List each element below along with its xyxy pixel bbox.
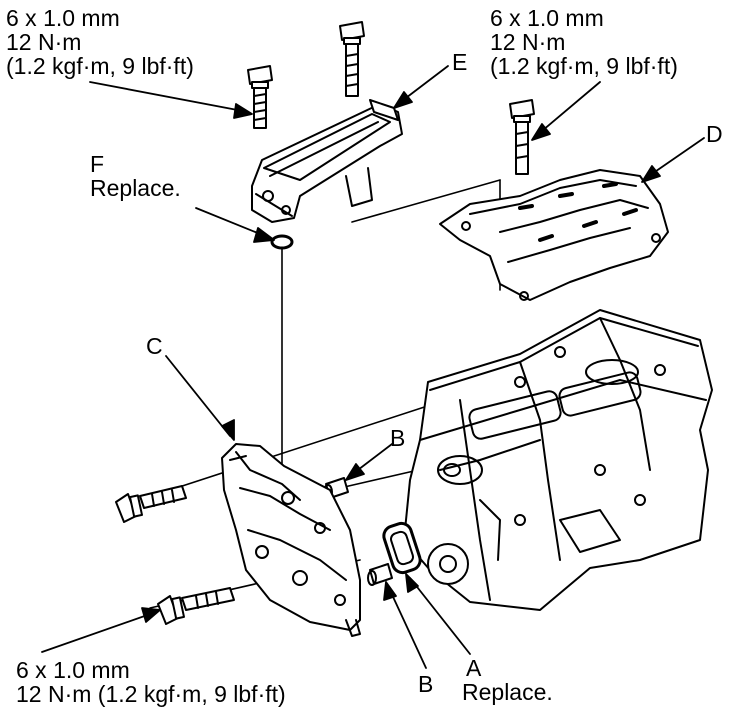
spec-line: 12 N·m bbox=[490, 29, 566, 55]
callout-letter-c: C bbox=[146, 333, 163, 359]
spec-line: (1.2 kgf·m, 9 lbf·ft) bbox=[6, 53, 194, 79]
part-d-baffle-plate bbox=[439, 169, 669, 301]
spec-line: 6 x 1.0 mm bbox=[490, 5, 604, 31]
torque-spec-top-right: 6 x 1.0 mm 12 N·m (1.2 kgf·m, 9 lbf·ft) bbox=[490, 6, 678, 78]
spec-line: 6 x 1.0 mm bbox=[16, 657, 130, 683]
torque-spec-bottom-left: 6 x 1.0 mm 12 N·m (1.2 kgf·m, 9 lbf·ft) bbox=[16, 658, 286, 706]
bolt-lower-left bbox=[157, 587, 235, 625]
part-f-o-ring bbox=[270, 234, 294, 250]
spec-line: 12 N·m bbox=[6, 29, 82, 55]
callout-letter-b-upper: B bbox=[390, 425, 406, 451]
part-e-strainer bbox=[251, 99, 403, 223]
spec-line: (1.2 kgf·m, 9 lbf·ft) bbox=[490, 53, 678, 79]
spec-line: 6 x 1.0 mm bbox=[6, 5, 120, 31]
bolt-top-left bbox=[247, 65, 273, 129]
part-c-oil-pump bbox=[221, 443, 361, 637]
callout-a: A Replace. bbox=[462, 656, 553, 704]
engine-block bbox=[403, 309, 713, 611]
callout-note-a: Replace. bbox=[462, 679, 553, 705]
bolt-top-right bbox=[509, 99, 535, 175]
callout-note-f: Replace. bbox=[90, 175, 181, 201]
part-a-gasket bbox=[382, 521, 422, 575]
torque-spec-top-left: 6 x 1.0 mm 12 N·m (1.2 kgf·m, 9 lbf·ft) bbox=[6, 6, 194, 78]
callout-letter-e: E bbox=[452, 49, 468, 75]
callout-f: F Replace. bbox=[90, 152, 181, 200]
callout-letter-f: F bbox=[90, 151, 105, 177]
spec-line: 12 N·m (1.2 kgf·m, 9 lbf·ft) bbox=[16, 681, 286, 707]
callout-letter-a: A bbox=[466, 655, 482, 681]
dowel-pin-lower bbox=[367, 563, 393, 586]
callout-letter-b-lower: B bbox=[418, 671, 434, 697]
callout-arrows bbox=[41, 65, 705, 669]
callout-letter-d: D bbox=[706, 121, 723, 147]
bolt-mid-left bbox=[115, 485, 187, 523]
bolt-top-center bbox=[339, 21, 365, 97]
